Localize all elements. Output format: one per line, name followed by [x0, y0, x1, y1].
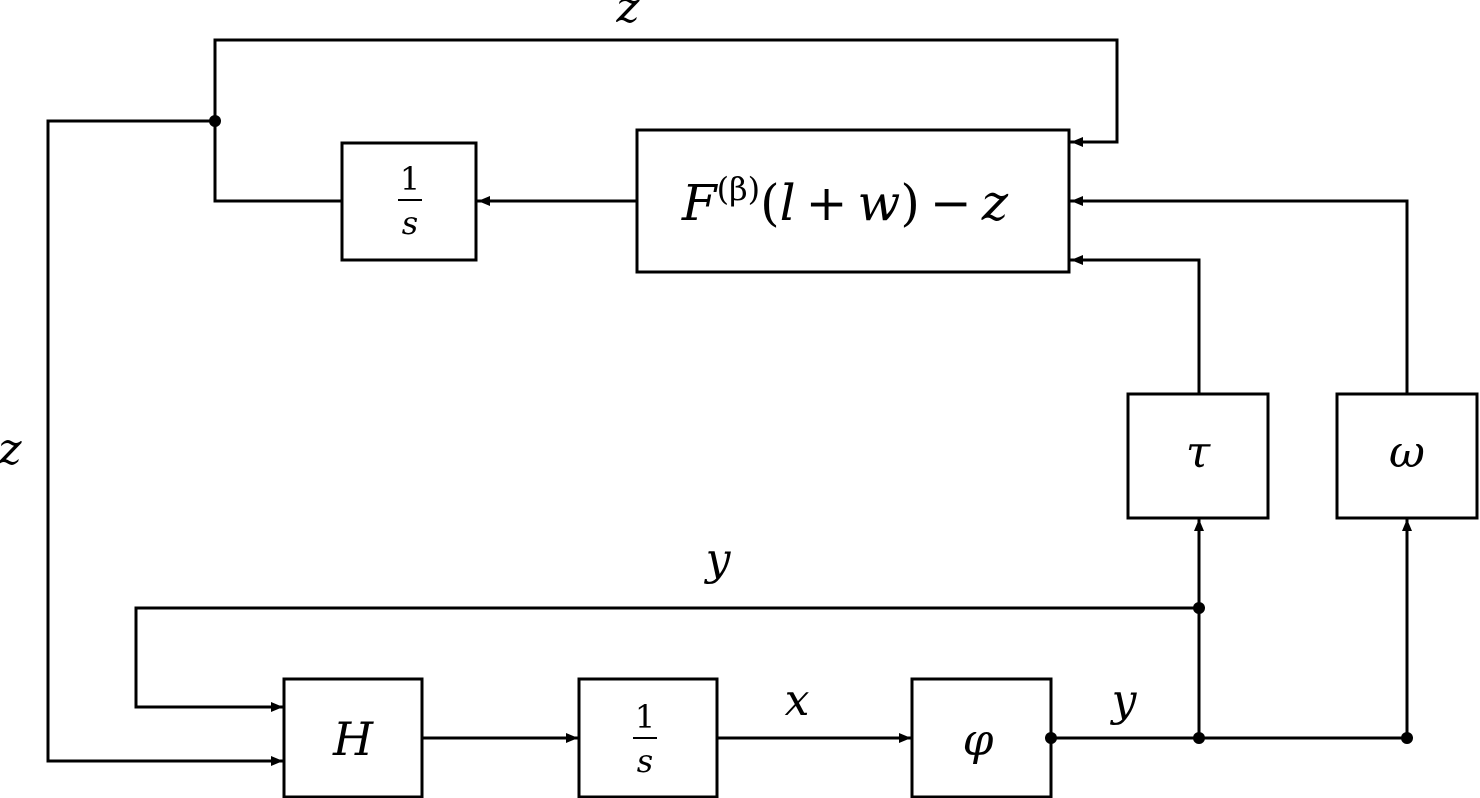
wire-integrator-top-output	[213, 119, 344, 203]
signal-label-y-feedback: y	[704, 534, 732, 585]
integrator-top-block: 1 s	[340, 141, 478, 262]
integrator-top-denominator: s	[402, 204, 418, 242]
phi-block: φ	[910, 677, 1053, 798]
integrator-bottom-numerator: 1	[635, 698, 655, 736]
integrator-bottom-block: 1 s	[577, 677, 719, 798]
phi-label: φ	[963, 715, 994, 766]
H-label: H	[332, 712, 374, 766]
wire-z-left	[46, 119, 284, 766]
omega-label: ω	[1389, 427, 1425, 478]
wire-y-feedback	[134, 606, 1201, 712]
wire-tau-to-F	[1070, 255, 1201, 395]
integrator-top-numerator: 1	[400, 160, 420, 198]
tau-block: τ	[1126, 392, 1270, 520]
wire-z-top-feedback	[213, 38, 1119, 147]
junction-phi-output	[1045, 732, 1057, 744]
tau-label: τ	[1186, 427, 1211, 478]
signal-label-x: x	[785, 675, 810, 726]
junction-y-omega	[1401, 732, 1413, 744]
wire-omega-to-F	[1070, 196, 1409, 395]
signal-label-z-left: z	[0, 424, 22, 475]
junction-y-feedback	[1193, 602, 1205, 614]
F-block-expression: F(β)(l+w)−z	[681, 170, 1009, 232]
junction-y-tau	[1193, 732, 1205, 744]
integrator-bottom-denominator: s	[637, 742, 653, 780]
signal-label-z-top: z	[615, 0, 640, 33]
H-block: H	[282, 677, 424, 798]
signal-label-y-output: y	[1110, 675, 1138, 726]
omega-block: ω	[1335, 392, 1479, 520]
junction-z	[209, 115, 221, 127]
F-block: F(β)(l+w)−z	[635, 128, 1071, 274]
